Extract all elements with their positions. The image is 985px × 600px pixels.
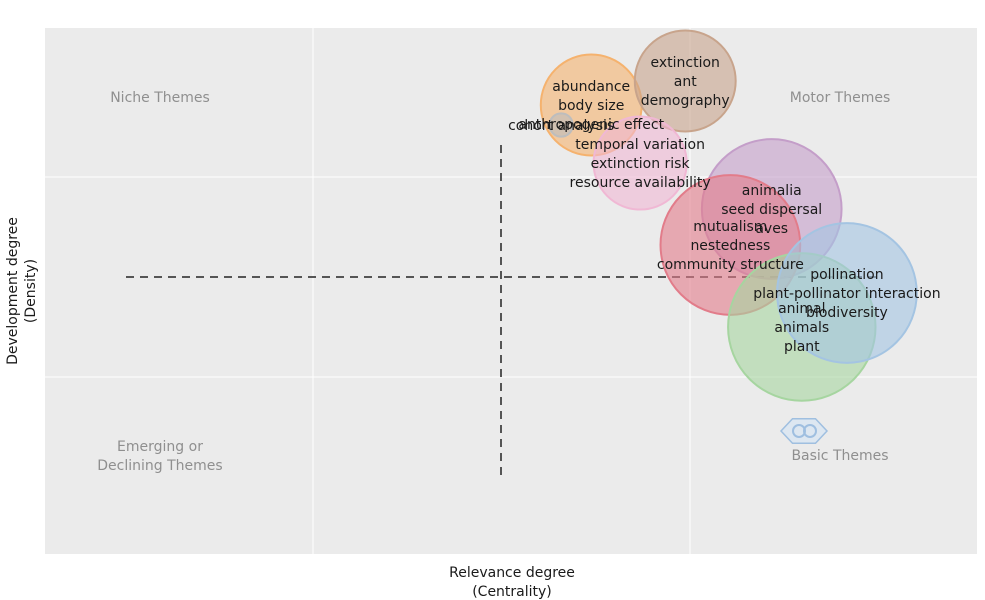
cluster-label: animal [778, 301, 825, 317]
cluster-label: demography [641, 93, 730, 109]
cluster-label: resource availability [570, 175, 711, 191]
y-axis-title-line: Development degree [5, 217, 21, 365]
cluster-label: nestedness [690, 238, 770, 254]
cluster-label: temporal variation [575, 137, 705, 153]
x-axis-title-line: (Centrality) [472, 584, 552, 600]
quadrant-label: Niche Themes [110, 90, 210, 106]
cluster-bubble [633, 29, 737, 133]
quadrant-label: Declining Themes [97, 458, 222, 474]
cluster-label: mutualism [693, 219, 767, 235]
quadrant-label: Basic Themes [791, 448, 888, 464]
x-axis-title-line: Relevance degree [449, 565, 575, 581]
x-axis-title: Relevance degree (Centrality) [449, 565, 575, 600]
bubble-layer [539, 29, 918, 402]
cluster-label: extinction risk [591, 156, 691, 172]
cluster-bubble [592, 115, 688, 211]
cluster-label: plant [784, 339, 820, 355]
y-axis-title-line: (Density) [23, 259, 39, 323]
cluster-label: cohort analysis [508, 118, 614, 134]
y-axis-title: Development degree (Density) [5, 217, 39, 365]
cluster-bubble [548, 112, 574, 138]
cluster-label: aves [755, 221, 788, 237]
cluster-label: extinction [651, 55, 720, 71]
cluster-label: animalia [742, 183, 802, 199]
cluster-label: anthropogenic effect [518, 117, 664, 133]
cluster-label: animals [774, 320, 829, 336]
cluster-label: plant-pollinator interaction [753, 286, 940, 302]
cluster-label: body size [558, 98, 624, 114]
logo-watermark [779, 417, 829, 445]
cluster-bubble [776, 222, 918, 364]
cluster-label: ant [674, 74, 697, 90]
logo-mark [803, 424, 817, 438]
quadrant-label: Motor Themes [790, 90, 891, 106]
cluster-label: biodiversity [806, 305, 888, 321]
quadrant-label: Emerging or [117, 439, 203, 455]
cluster-label: community structure [657, 257, 804, 273]
cluster-label: abundance [552, 79, 630, 95]
cluster-label: pollination [810, 267, 883, 283]
cluster-label: seed dispersal [721, 202, 822, 218]
